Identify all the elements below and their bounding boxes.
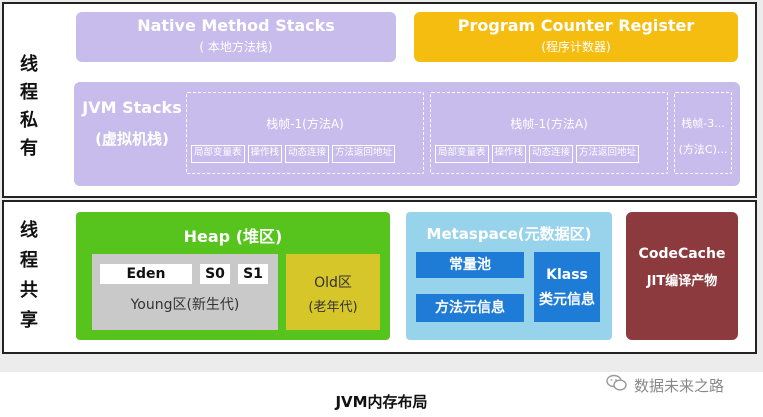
thread-private-label-char: 线 — [20, 54, 38, 75]
native-method-stacks-box: Native Method Stacks ( 本地方法栈) — [76, 12, 396, 62]
diagram-caption: JVM内存布局 — [335, 393, 428, 411]
codecache-subtitle: JIT编译产物 — [646, 274, 718, 289]
klass-subtitle: 类元信息 — [539, 292, 595, 308]
thread-private-label-char: 私 — [20, 110, 38, 131]
stack-frame-label: 栈帧-3... — [681, 117, 725, 130]
watermark: 数据未来之路 — [606, 372, 756, 398]
stack-frame-items: 局部变量表 操作栈 动态连接 方法返回地址 — [435, 145, 640, 163]
heap-box: Heap (堆区) Eden S0 S1 Young区(新生代) Old区 (老… — [76, 212, 390, 340]
program-counter-register-subtitle: (程序计数器) — [541, 40, 611, 54]
return-address: 方法返回地址 — [332, 145, 396, 163]
dynamic-linking: 动态连接 — [529, 145, 574, 163]
heap-title: Heap (堆区) — [183, 227, 283, 246]
thread-shared-label-char: 共 — [20, 280, 38, 301]
native-method-stacks-title: Native Method Stacks — [137, 16, 335, 35]
survivor-s1: S1 — [238, 264, 268, 284]
native-method-stacks-subtitle: ( 本地方法栈) — [199, 40, 273, 54]
watermark-text: 数据未来之路 — [634, 376, 725, 395]
method-metadata: 方法元信息 — [416, 294, 524, 322]
thread-private-label: 线 程 私 有 — [12, 42, 46, 172]
klass-box: Klass 类元信息 — [534, 252, 600, 322]
jvm-stacks-box: JVM Stacks (虚拟机栈) 栈帧-1(方法A) 局部变量表 操作栈 动态… — [74, 82, 740, 186]
old-generation-label: Old区 — [314, 275, 352, 291]
young-generation-label: Young区(新生代) — [130, 297, 240, 313]
thread-shared-label: 线 程 共 享 — [12, 214, 46, 338]
thread-shared-label-char: 享 — [20, 310, 38, 331]
codecache-box: CodeCache JIT编译产物 — [626, 212, 738, 340]
klass-title: Klass — [546, 267, 588, 283]
stack-frame: 栈帧-3... (方法C)... — [674, 92, 732, 174]
operand-stack: 操作栈 — [491, 145, 527, 163]
return-address: 方法返回地址 — [576, 145, 640, 163]
wechat-icon — [606, 374, 628, 396]
old-generation: Old区 (老年代) — [286, 254, 380, 330]
thread-shared-label-char: 程 — [20, 250, 38, 271]
constant-pool: 常量池 — [416, 252, 524, 278]
thread-private-label-char: 程 — [20, 82, 38, 103]
young-generation: Eden S0 S1 Young区(新生代) — [92, 254, 278, 330]
stack-frame-label: 栈帧-1(方法A) — [266, 117, 344, 131]
dynamic-linking: 动态连接 — [285, 145, 330, 163]
program-counter-register-title: Program Counter Register — [457, 16, 695, 35]
codecache-title: CodeCache — [638, 246, 726, 262]
local-variable-table: 局部变量表 — [435, 145, 489, 163]
eden-space: Eden — [100, 264, 192, 284]
operand-stack: 操作栈 — [247, 145, 283, 163]
metaspace-title: Metaspace(元数据区) — [426, 225, 592, 243]
program-counter-register-box: Program Counter Register (程序计数器) — [414, 12, 738, 62]
stack-frame-items: 局部变量表 操作栈 动态连接 方法返回地址 — [191, 145, 396, 163]
stack-frame: 栈帧-1(方法A) 局部变量表 操作栈 动态连接 方法返回地址 — [430, 92, 668, 174]
stack-frame-label: (方法C)... — [678, 143, 728, 156]
local-variable-table: 局部变量表 — [191, 145, 245, 163]
stack-frame-label: 栈帧-1(方法A) — [510, 117, 588, 131]
metaspace-box: Metaspace(元数据区) 常量池 方法元信息 Klass 类元信息 — [406, 212, 612, 340]
old-generation-subtitle: (老年代) — [308, 300, 358, 315]
stack-frame: 栈帧-1(方法A) 局部变量表 操作栈 动态连接 方法返回地址 — [186, 92, 424, 174]
survivor-s0: S0 — [200, 264, 230, 284]
thread-private-label-char: 有 — [20, 138, 38, 159]
jvm-stacks-subtitle: (虚拟机栈) — [95, 130, 169, 148]
thread-shared-label-char: 线 — [20, 220, 38, 241]
jvm-stacks-title: JVM Stacks — [82, 98, 182, 117]
